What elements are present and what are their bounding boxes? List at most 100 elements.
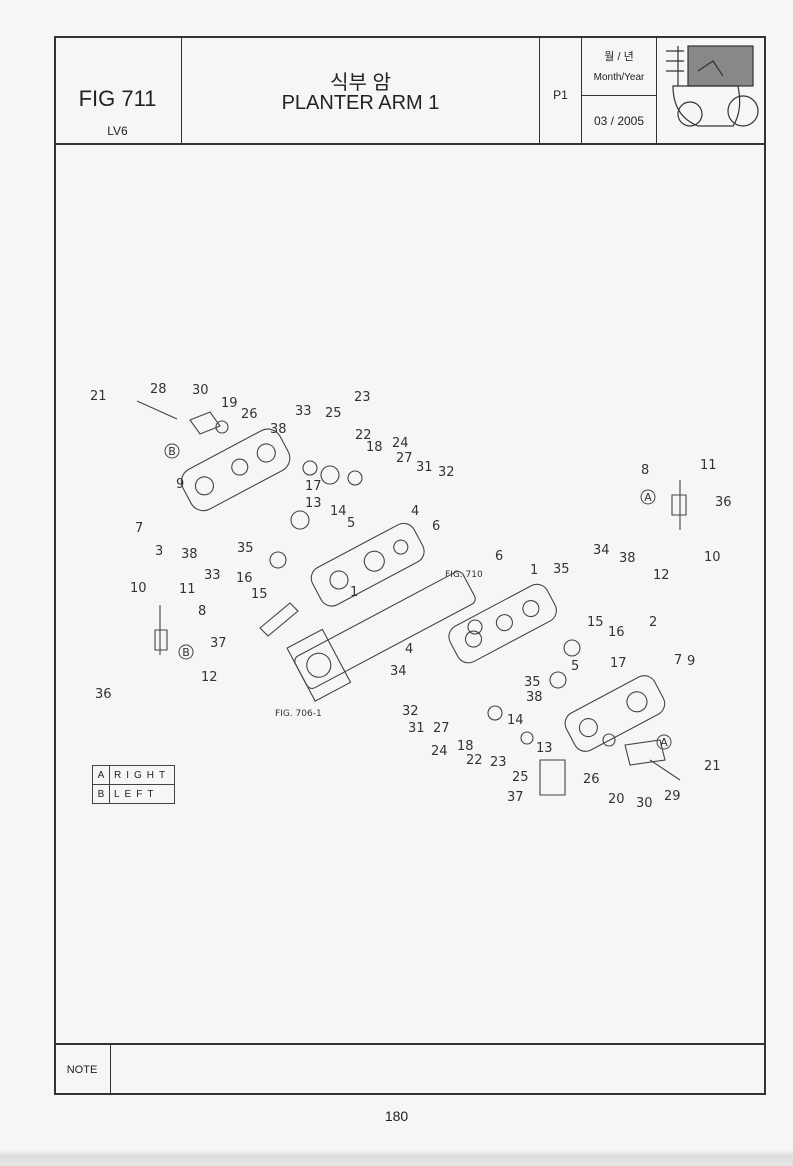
legend-row: A RIGHT <box>92 765 176 785</box>
seal-26 <box>215 420 229 434</box>
callout-21: 21 <box>90 389 107 404</box>
callout-3: 3 <box>155 544 163 559</box>
scan-edge <box>0 1150 793 1166</box>
callout-11: 11 <box>700 458 717 473</box>
gear-case-left-cover <box>180 428 291 512</box>
callout-18: 18 <box>457 739 474 754</box>
gear-case-left <box>310 522 425 607</box>
marker-B: B <box>178 644 194 660</box>
callout-28: 28 <box>150 382 167 397</box>
bearing-25-right <box>520 731 534 745</box>
callout-33: 33 <box>295 404 312 419</box>
callout-13: 13 <box>536 741 553 756</box>
marker-circle <box>178 644 194 660</box>
callout-17: 17 <box>610 656 627 671</box>
gear-case-right-cover <box>564 675 666 752</box>
machine-thumbnail <box>657 36 764 143</box>
shaft-28-19 <box>136 400 221 435</box>
callout-14: 14 <box>330 504 347 519</box>
callout-21: 21 <box>704 759 721 774</box>
model-code: LV6 <box>107 124 128 138</box>
page-number: 180 <box>384 1108 409 1124</box>
callout-18: 18 <box>366 440 383 455</box>
bearing-24 <box>347 470 363 486</box>
pin-37-right <box>539 759 566 796</box>
callout-34: 34 <box>593 543 610 558</box>
callout-30: 30 <box>192 383 209 398</box>
bracket-8-right <box>671 480 687 530</box>
page-code: P1 <box>553 88 568 102</box>
callout-26: 26 <box>241 407 258 422</box>
callout-38: 38 <box>526 690 543 705</box>
gear-case-right-inner <box>448 583 557 664</box>
callout-12: 12 <box>653 568 670 583</box>
callout-25: 25 <box>325 406 342 421</box>
figure-reference-706-1: FIG. 706-1 <box>275 709 322 719</box>
marker-label: A <box>644 491 652 504</box>
callout-36: 36 <box>95 687 112 702</box>
callout-25: 25 <box>512 770 529 785</box>
callout-26: 26 <box>583 772 600 787</box>
legend-key: B <box>92 784 110 804</box>
title-english: PLANTER ARM 1 <box>281 92 440 114</box>
bracket-8-left <box>154 605 168 655</box>
callout-37: 37 <box>210 636 227 651</box>
callout-10: 10 <box>704 550 721 565</box>
callout-9: 9 <box>687 654 695 669</box>
callout-11: 11 <box>179 582 196 597</box>
gear-18-right <box>487 705 503 721</box>
callout-31: 31 <box>408 721 425 736</box>
page-frame <box>54 36 766 1095</box>
callout-6: 6 <box>432 519 440 534</box>
callout-4: 4 <box>405 642 413 657</box>
seal-6 <box>467 619 483 635</box>
date-label: Month/Year <box>593 72 645 83</box>
callout-1: 1 <box>530 563 538 578</box>
callout-20: 20 <box>608 792 625 807</box>
callout-27: 27 <box>433 721 450 736</box>
callout-7: 7 <box>674 653 682 668</box>
legend-key: A <box>92 765 110 785</box>
callout-23: 23 <box>354 390 371 405</box>
callout-15: 15 <box>251 587 268 602</box>
part-drawings <box>136 400 687 796</box>
shaft-20-29 <box>624 739 681 781</box>
callout-38: 38 <box>619 551 636 566</box>
callout-32: 32 <box>402 704 419 719</box>
callout-35: 35 <box>237 541 254 556</box>
gear-13 <box>290 510 310 530</box>
date-label-korean: 월 / 년 <box>604 51 634 63</box>
callout-36: 36 <box>715 495 732 510</box>
callout-38: 38 <box>270 422 287 437</box>
callout-34: 34 <box>390 664 407 679</box>
callout-13: 13 <box>305 496 322 511</box>
callout-22: 22 <box>466 753 483 768</box>
date-cell: 월 / 년 Month/Year 03 / 2005 <box>582 36 657 143</box>
callout-17: 17 <box>305 479 322 494</box>
figure-number: FIG 711 <box>78 86 157 111</box>
callout-38: 38 <box>181 547 198 562</box>
bearing-25 <box>302 460 318 476</box>
callout-32: 32 <box>438 465 455 480</box>
callout-12: 12 <box>201 670 218 685</box>
callout-15: 15 <box>587 615 604 630</box>
callout-4: 4 <box>411 504 419 519</box>
callout-23: 23 <box>490 755 507 770</box>
callout-7: 7 <box>135 521 143 536</box>
callout-24: 24 <box>431 744 448 759</box>
callout-31: 31 <box>416 460 433 475</box>
callout-24: 24 <box>392 436 409 451</box>
callout-8: 8 <box>198 604 206 619</box>
title-cell: 식부 암 PLANTER ARM 1 <box>182 36 540 143</box>
gear-15 <box>269 551 287 569</box>
gear-18 <box>320 465 340 485</box>
callout-1: 1 <box>350 585 358 600</box>
date-value: 03 / 2005 <box>593 114 645 128</box>
pin-37 <box>259 602 299 637</box>
legend-table: A RIGHT B LEFT <box>92 765 176 804</box>
marker-A: A <box>640 489 656 505</box>
marker-label: A <box>660 736 668 749</box>
